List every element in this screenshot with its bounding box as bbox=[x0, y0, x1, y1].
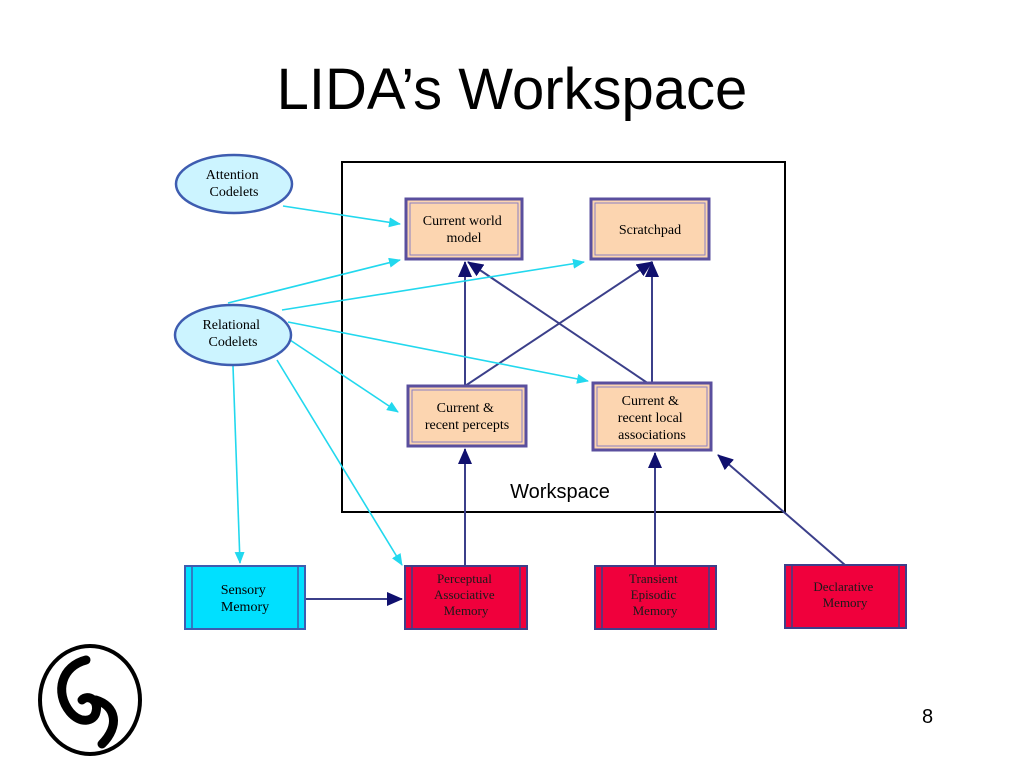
lida-spiral-logo bbox=[38, 644, 142, 756]
arrow-relational-to-sensory bbox=[232, 365, 245, 564]
memory-declarative-line-1: Declarative bbox=[813, 579, 873, 594]
arrow-relational-to-world-model bbox=[227, 257, 401, 304]
node-current-recent-local-associations: Current & recent local associations bbox=[591, 381, 713, 452]
memory-episodic-line-1: Transient bbox=[629, 571, 678, 586]
memory-pam-line-1: Perceptual bbox=[437, 571, 492, 586]
node-percepts-line-1: Current & bbox=[437, 401, 494, 416]
memory-declarative: Declarative Memory bbox=[784, 564, 907, 629]
memory-sensory: Sensory Memory bbox=[184, 565, 306, 630]
svg-text:Current & recent percept: Current & recent percepts bbox=[425, 401, 509, 433]
memory-sensory-line-2: Memory bbox=[221, 600, 269, 615]
memory-pam-line-3: Memory bbox=[444, 603, 489, 618]
svg-text:Current world model: Current world model bbox=[423, 214, 505, 246]
arrow-associations-to-world-model bbox=[467, 261, 653, 387]
svg-text:Declarative Memory: Declarative Memory bbox=[813, 579, 876, 610]
memory-transient-episodic: Transient Episodic Memory bbox=[594, 565, 717, 630]
memory-pam-line-2: Associative bbox=[434, 587, 495, 602]
arrow-relational-to-percepts bbox=[289, 339, 399, 413]
svg-text:Sensory Memory: Sensory Memory bbox=[221, 583, 270, 615]
memory-sensory-line-1: Sensory bbox=[221, 583, 266, 598]
arrow-attention-to-world-model bbox=[282, 205, 401, 228]
relational-codelets: Relational Codelets bbox=[173, 303, 293, 367]
arrow-declarative-to-associations bbox=[717, 454, 846, 566]
node-associations-line-3: associations bbox=[618, 428, 686, 443]
arrow-relational-to-associations bbox=[287, 321, 589, 384]
svg-text:Transient Episodic: Transient Episodic Memory bbox=[629, 571, 681, 618]
navy-arrows bbox=[306, 261, 846, 606]
attention-codelets: Attention Codelets bbox=[174, 153, 294, 215]
node-scratchpad: Scratchpad bbox=[589, 197, 711, 261]
node-associations-line-1: Current & bbox=[622, 394, 679, 409]
attention-codelets-line-2: Codelets bbox=[210, 185, 259, 200]
svg-text:Attention Codelets: Attention Codelets bbox=[206, 168, 262, 200]
node-current-recent-percepts: Current & recent percepts bbox=[406, 384, 528, 448]
node-percepts-line-2: recent percepts bbox=[425, 418, 509, 433]
slide-title: LIDA’s Workspace bbox=[276, 57, 748, 122]
workspace-label: Workspace bbox=[510, 481, 610, 503]
relational-codelets-line-1: Relational bbox=[202, 318, 260, 333]
node-current-world-model: Current world model bbox=[404, 197, 524, 261]
memory-declarative-line-2: Memory bbox=[823, 595, 868, 610]
svg-text:Perceptual Associative: Perceptual Associative Memory bbox=[434, 571, 498, 618]
node-scratchpad-line-1: Scratchpad bbox=[619, 223, 681, 238]
cyan-arrows bbox=[227, 205, 589, 566]
svg-text:Relational Codelets: Relational Codelets bbox=[202, 318, 263, 350]
node-current-world-model-line-2: model bbox=[447, 231, 482, 246]
arrow-relational-to-pam bbox=[276, 359, 403, 566]
memory-episodic-line-3: Memory bbox=[633, 603, 678, 618]
relational-codelets-line-2: Codelets bbox=[209, 335, 258, 350]
memory-episodic-line-2: Episodic bbox=[631, 587, 677, 602]
workspace-frame bbox=[341, 161, 786, 513]
attention-codelets-line-1: Attention bbox=[206, 168, 259, 183]
memory-perceptual-associative: Perceptual Associative Memory bbox=[404, 565, 528, 630]
page-number: 8 bbox=[922, 706, 934, 728]
svg-text:Current & recent local: Current & recent local associations bbox=[618, 394, 686, 443]
arrow-relational-to-scratchpad bbox=[281, 258, 585, 311]
node-associations-line-2: recent local bbox=[618, 411, 683, 426]
node-current-world-model-line-1: Current world bbox=[423, 214, 502, 229]
svg-text:Scratchpad: Scratchpad bbox=[619, 223, 681, 238]
